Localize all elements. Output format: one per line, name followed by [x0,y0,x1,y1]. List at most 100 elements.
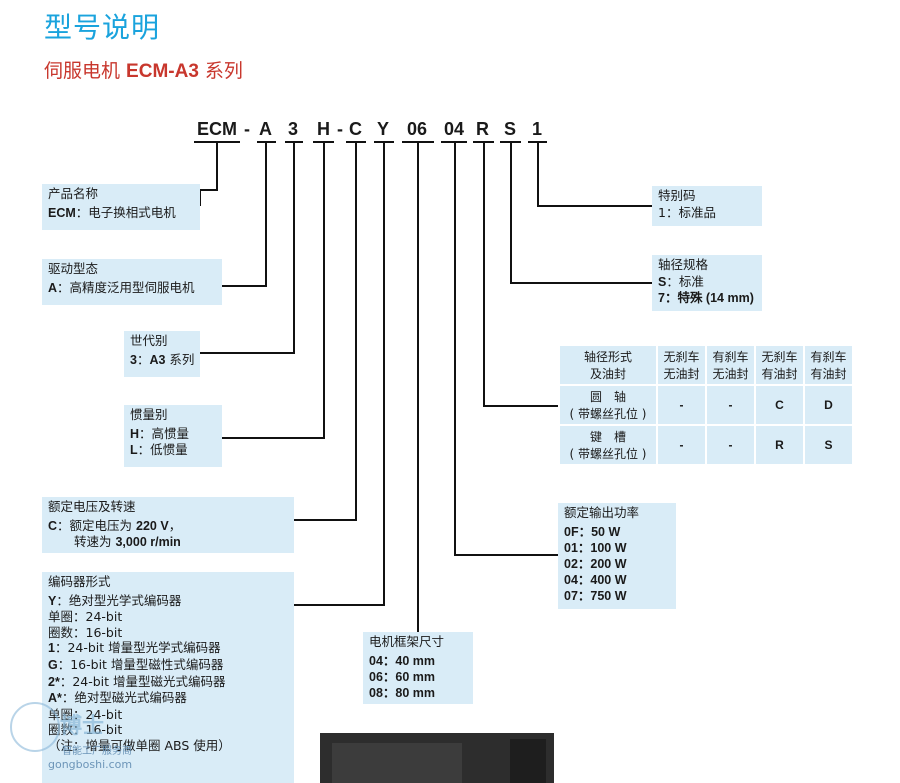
voltage-line2-value: 3,000 r/min [115,535,181,549]
code-part-r: R [476,119,489,139]
shaft-spec-value-7: ：特殊 (14 mm) [664,291,754,305]
inertia-box: 惯量别 H：高惯量 L：低惯量 [124,405,222,467]
shaft-spec-header: 轴径规格 [658,257,709,272]
shaft-type-table: 轴径形式 及油封 无刹车无油封 有刹车无油封 无刹车有油封 有刹车有油封 圆 轴… [558,344,854,466]
series-tail: 系列 [165,352,195,367]
row-label-line1: 圆 轴 [589,390,626,404]
table-column-header: 无刹车无油封 [658,346,705,384]
code-part-a: A [259,119,272,139]
rated-power-item: 02：200 W [564,557,627,571]
table-row: 轴径形式 及油封 无刹车无油封 有刹车无油封 无刹车有油封 有刹车有油封 [560,346,852,384]
voltage-line1-value: 220 V [136,519,169,533]
column-header-line1: 无刹车 [663,350,700,364]
frame-size-header: 电机框架尺寸 [369,634,445,649]
table-row: 键 槽( 带螺丝孔位 ) - - R S [560,426,852,464]
subtitle-model: ECM-A3 [126,61,199,82]
row-label-line1: 键 槽 [589,430,626,444]
watermark-line2: gongboshi.com [48,758,133,771]
table-corner-line1: 轴径形式 [583,350,632,364]
code-part-h: H [317,119,330,139]
rated-power-item: 07：750 W [564,589,627,603]
table-corner-cell: 轴径形式 及油封 [560,346,656,384]
series-key: 3 [130,353,137,367]
code-part-06: 06 [407,119,428,139]
shaft-spec-key-s: S [658,275,667,289]
encoder-text-a: ：绝对型磁光式编码器 [61,690,187,706]
code-part-1: 1 [532,119,543,139]
drive-type-value: ：高精度泛用型伺服电机 [57,280,195,295]
rated-power-item: 01：100 W [564,541,627,555]
series-header: 世代别 [130,333,168,348]
voltage-line2-text: 转速为 [74,534,116,549]
table-column-header: 有刹车无油封 [707,346,754,384]
table-cell: D [805,386,852,424]
watermark-brand: 博士 [60,714,105,739]
table-row-label: 圆 轴 ( 带螺丝孔位 ) [560,386,656,424]
drive-type-box: 驱动型态 A：高精度泛用型伺服电机 [42,259,222,305]
table-column-header: 无刹车有油封 [756,346,803,384]
shaft-spec-box: 轴径规格 S：标准 7：特殊 (14 mm) [652,255,762,311]
encoder-text-y: ：绝对型光学式编码器 [56,592,182,608]
table-cell: C [756,386,803,424]
series-model: A3 [149,353,166,367]
drive-type-key: A [48,281,58,295]
motor-body-panel [332,743,462,783]
encoder-key-2: 2* [48,674,60,689]
frame-size-item: 08：80 mm [369,686,436,700]
frame-size-item: 06：60 mm [369,670,436,684]
motor-connector [510,739,546,783]
column-header-line2: 无油封 [663,367,700,381]
encoder-key-g: G [48,657,58,672]
encoder-key-y: Y [48,593,57,608]
rated-power-item: 0F：50 W [564,525,621,539]
voltage-box: 额定电压及转速 C：额定电压为 220 V， 转速为 3,000 r/min [42,497,294,553]
table-cell: S [805,426,852,464]
code-part-y: Y [377,119,390,139]
encoder-header: 编码器形式 [48,574,111,589]
column-header-line2: 无油封 [712,367,749,381]
voltage-line1-text: ：额定电压为 [57,518,137,533]
servo-motor-image [320,733,554,783]
rated-power-box: 额定输出功率 0F：50 W 01：100 W 02：200 W 04：400 … [558,503,676,609]
table-row: 圆 轴 ( 带螺丝孔位 ) - - C D [560,386,852,424]
encoder-text-2: ：24-bit 增量型磁光式编码器 [59,673,226,689]
encoder-key-a: A* [48,691,62,706]
voltage-line1-tail: ， [168,518,182,533]
code-part-s: S [504,119,517,139]
inertia-value-h: ：高惯量 [139,426,190,441]
subtitle-prefix: 伺服电机 [44,60,127,82]
subtitle-suffix: 系列 [198,60,243,82]
rated-power-item: 04：400 W [564,573,627,587]
column-header-line2: 有油封 [761,367,798,381]
code-part-dash1: - [244,119,250,139]
product-name-header: 产品名称 [48,186,99,201]
table-cell: - [658,426,705,464]
table-column-header: 有刹车有油封 [805,346,852,384]
watermark: 博士 智能工厂服务商 gongboshi.com [10,702,210,783]
table-corner-line2: 及油封 [589,367,626,381]
encoder-line-single-turn-2: 单圈：24-bit [48,706,123,722]
row-label-line2: ( 带螺丝孔位 ) [569,447,647,461]
special-code-header: 特别码 [658,188,696,203]
inertia-key-h: H [130,427,140,441]
product-name-key: ECM [48,206,76,220]
row-label-line2: ( 带螺丝孔位 ) [569,407,647,421]
table-cell: - [707,386,754,424]
encoder-text-g: ：16-bit 增量型磁性式编码器 [57,656,224,672]
frame-size-item: 04：40 mm [369,654,436,668]
encoder-line-single-turn: 单圈：24-bit [48,609,123,625]
table-cell: - [658,386,705,424]
shaft-spec-value-s: ：标准 [666,274,704,289]
encoder-text-1: ：24-bit 增量型光学式编码器 [54,640,221,656]
inertia-header: 惯量别 [130,407,168,422]
shaft-spec-key-7: 7 [658,291,665,305]
series-colon: ： [136,352,150,367]
inertia-value-l: ：低惯量 [137,442,188,457]
code-part-04: 04 [444,119,465,139]
product-name-box: 产品名称 ECM：电子换相式电机 [42,184,200,230]
column-header-line1: 有刹车 [712,350,749,364]
inertia-key-l: L [130,443,138,457]
special-code-item: 1：标准品 [658,205,716,220]
rated-power-header: 额定输出功率 [564,505,640,520]
